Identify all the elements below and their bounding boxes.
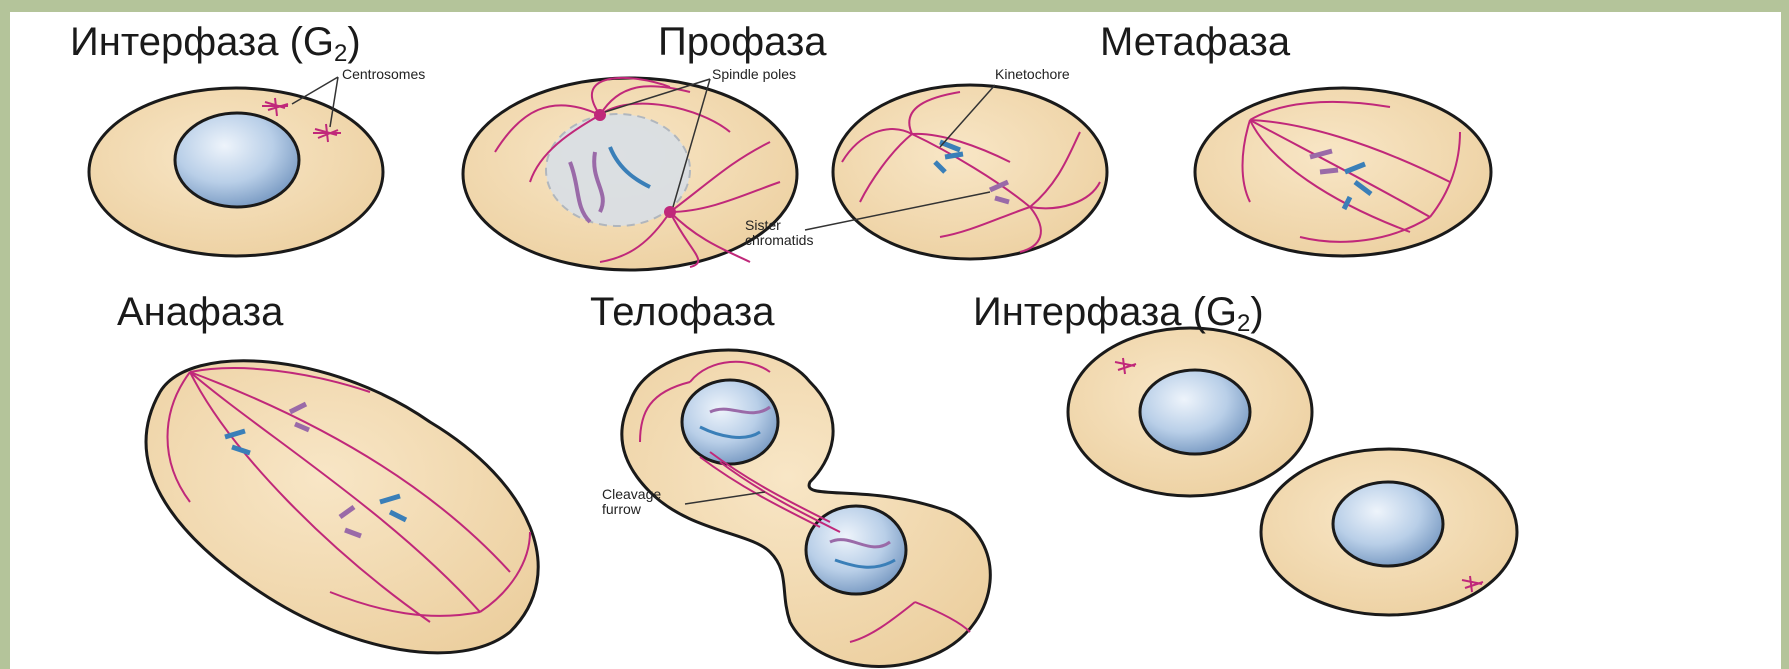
stage-title-subscript: 2 (1237, 310, 1250, 337)
mitosis-diagram (10, 12, 1781, 669)
stage-title-anaphase: Анафаза (117, 292, 283, 332)
cell-membrane (622, 350, 991, 666)
label-centrosomes: Centrosomes (342, 67, 425, 82)
stage-title-text: Анафаза (117, 290, 283, 334)
nucleus (806, 506, 906, 594)
stage-title-text: Метафаза (1100, 20, 1290, 64)
nucleus (682, 380, 778, 464)
stage-title-close: ) (347, 20, 360, 64)
prometaphase-cell (805, 85, 1107, 259)
cell-membrane (833, 85, 1107, 259)
label-sister-chromatids: Sister chromatids (745, 218, 813, 249)
label-kinetochore: Kinetochore (995, 67, 1070, 82)
metaphase-cell (1195, 88, 1491, 256)
nucleus (175, 113, 299, 207)
stage-title-subscript: 2 (334, 40, 347, 67)
interphase-cell-bottom-right (1261, 449, 1517, 615)
stage-title-text: Телофаза (590, 290, 774, 334)
spindle-pole (594, 109, 606, 121)
telophase-cell (622, 350, 991, 666)
stage-title-close: ) (1250, 290, 1263, 334)
stage-title-interphase-bottom: Интерфаза (G2) (973, 292, 1264, 336)
stage-title-prophase: Профаза (658, 22, 827, 62)
anaphase-cell (146, 361, 538, 653)
diagram-panel: Интерфаза (G2) Профаза Метафаза Анафаза … (10, 12, 1781, 669)
label-line: Cleavage (602, 487, 661, 502)
label-cleavage-furrow: Cleavage furrow (602, 487, 661, 518)
label-spindle-poles: Spindle poles (712, 67, 796, 82)
interphase-cell-top (89, 77, 383, 256)
cell-membrane (1195, 88, 1491, 256)
stage-title-text: Профаза (658, 20, 827, 64)
cell-membrane (146, 361, 538, 653)
spindle-pole (664, 206, 676, 218)
stage-title-telophase: Телофаза (590, 292, 774, 332)
nucleus (1333, 482, 1443, 566)
stage-title-metaphase: Метафаза (1100, 22, 1290, 62)
interphase-cell-bottom-left (1068, 328, 1312, 496)
stage-title-text: Интерфаза (G (70, 20, 334, 64)
stage-title-text: Интерфаза (G (973, 290, 1237, 334)
label-line: chromatids (745, 233, 813, 248)
label-line: Sister (745, 218, 813, 233)
label-line: furrow (602, 502, 661, 517)
nucleus (1140, 370, 1250, 454)
stage-title-interphase-top: Интерфаза (G2) (70, 22, 361, 66)
